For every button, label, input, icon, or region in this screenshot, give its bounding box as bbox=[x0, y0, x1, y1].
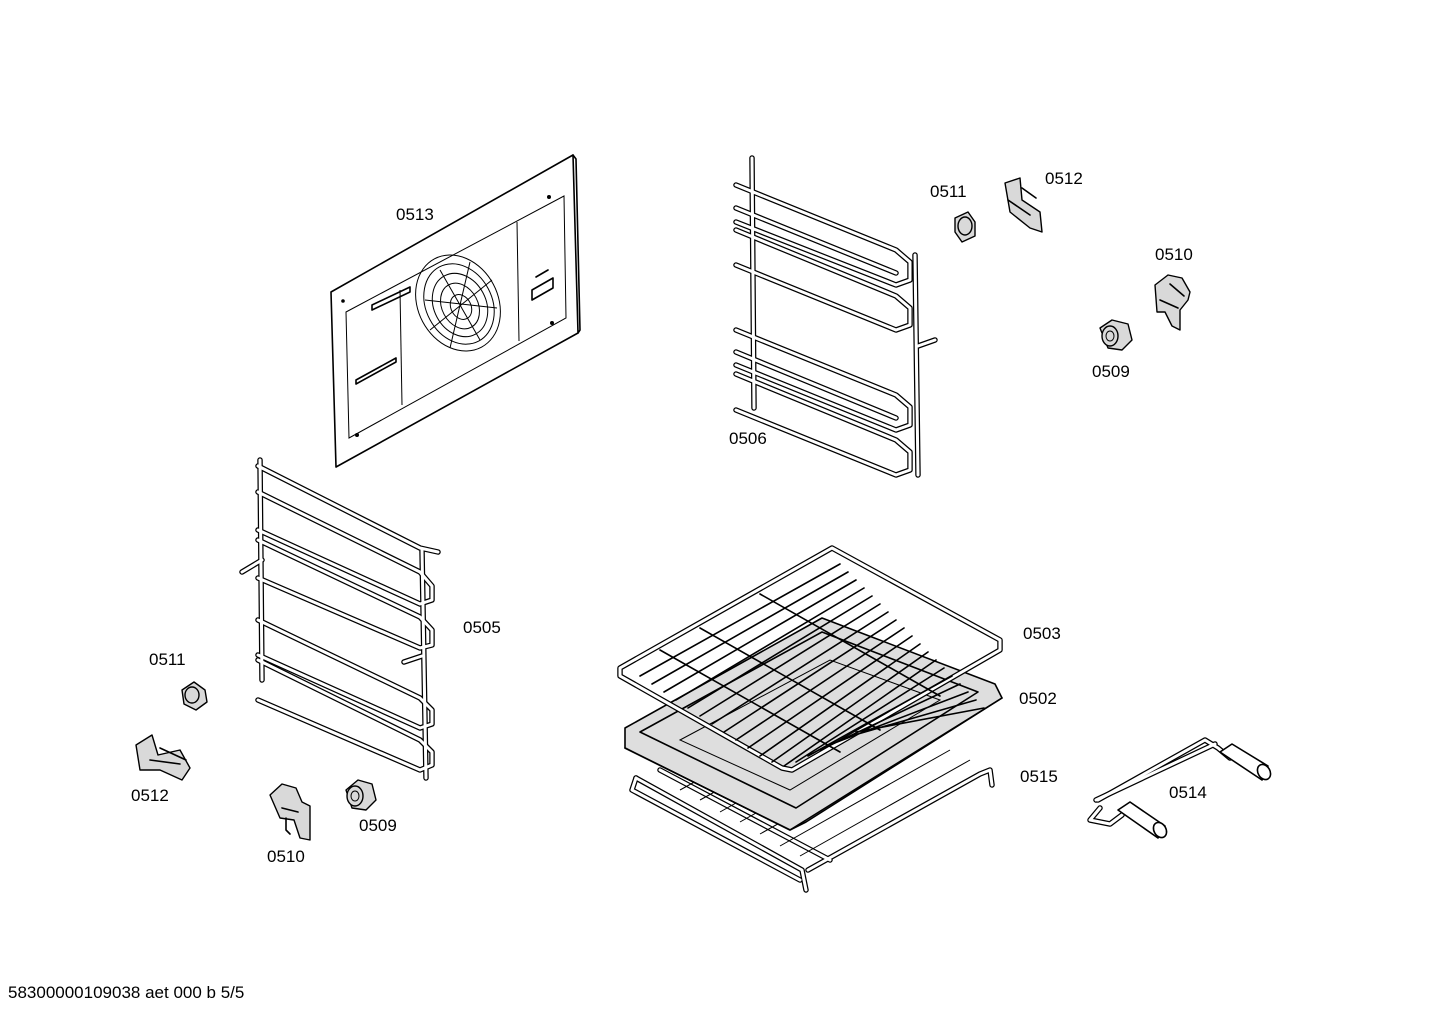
drawing-id-footer: 58300000109038 aet 000 b 5/5 bbox=[8, 983, 244, 1002]
part-0509-bottom bbox=[345, 779, 377, 811]
label-0514: 0514 bbox=[1169, 783, 1207, 802]
part-0510-top bbox=[1154, 274, 1191, 331]
label-0513: 0513 bbox=[396, 205, 434, 224]
label-0509-top: 0509 bbox=[1092, 362, 1130, 381]
part-0509-top bbox=[1099, 319, 1133, 351]
part-0511-top bbox=[954, 211, 976, 243]
label-0511-bottom: 0511 bbox=[149, 650, 186, 669]
label-0512-top: 0512 bbox=[1045, 169, 1083, 188]
back-panel-with-fan-cover bbox=[330, 154, 581, 468]
label-0509-bottom: 0509 bbox=[359, 816, 397, 835]
tray-handle bbox=[1087, 737, 1272, 839]
part-0512-top bbox=[1004, 177, 1043, 233]
label-0505: 0505 bbox=[463, 618, 501, 637]
label-0512-bottom: 0512 bbox=[131, 786, 169, 805]
left-side-rack bbox=[239, 457, 441, 781]
label-0511-top: 0511 bbox=[930, 182, 967, 201]
baking-tray bbox=[624, 617, 1003, 831]
label-0502: 0502 bbox=[1019, 689, 1057, 708]
label-0510-top: 0510 bbox=[1155, 245, 1193, 264]
oven-grid-rack bbox=[617, 545, 1003, 773]
part-0511-bottom bbox=[181, 681, 208, 711]
label-0506: 0506 bbox=[729, 429, 767, 448]
label-0515: 0515 bbox=[1020, 767, 1058, 786]
lower-wire-shelf bbox=[629, 695, 995, 893]
right-side-rack bbox=[733, 155, 938, 478]
label-0510-bottom: 0510 bbox=[267, 847, 305, 866]
part-0512-bottom bbox=[135, 734, 191, 781]
part-0510-bottom bbox=[269, 783, 311, 841]
label-0503: 0503 bbox=[1023, 624, 1061, 643]
